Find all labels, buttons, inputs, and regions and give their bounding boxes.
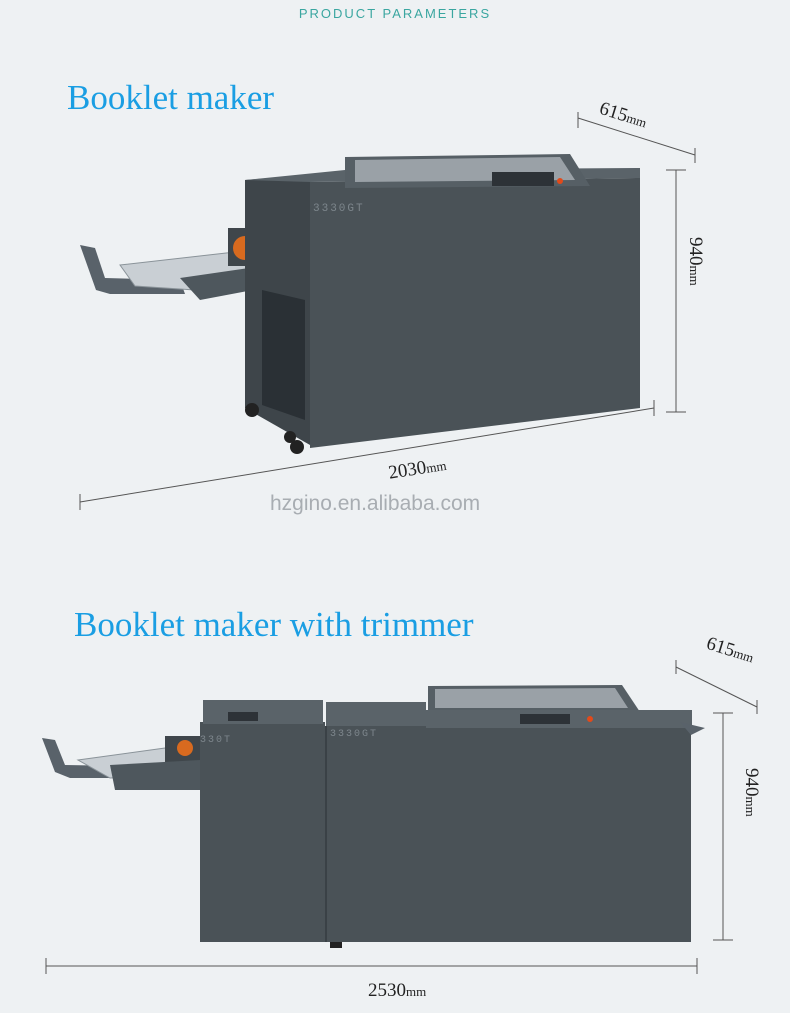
width-unit: mm [425,457,448,476]
width-value: 2030 [387,457,428,484]
height-value: 940 [741,768,762,797]
width-unit: mm [406,984,427,999]
width-dimension-2: 2530mm [368,980,426,1002]
booklet-maker-with-trimmer-image [42,685,705,948]
height-dimension-2: 940mm [740,768,762,817]
page-header: PRODUCT PARAMETERS [298,6,492,21]
width-value: 2530 [368,980,406,1001]
watermark: hzgino.en.alibaba.com [270,492,481,515]
section1-title: Booklet maker [67,78,275,117]
height-unit: mm [743,796,758,817]
section2-title: Booklet maker with trimmer [74,605,474,644]
model-label-trimmer: 330T [200,735,233,746]
booklet-maker-image [80,154,640,454]
height-value: 940 [685,237,706,266]
model-label: 3330GT [313,203,365,215]
height-unit: mm [687,265,702,286]
depth-unit: mm [731,645,756,666]
model-label-main: 3330GT [330,729,379,740]
depth-unit: mm [624,110,649,131]
height-dimension-1: 940mm [684,237,706,286]
